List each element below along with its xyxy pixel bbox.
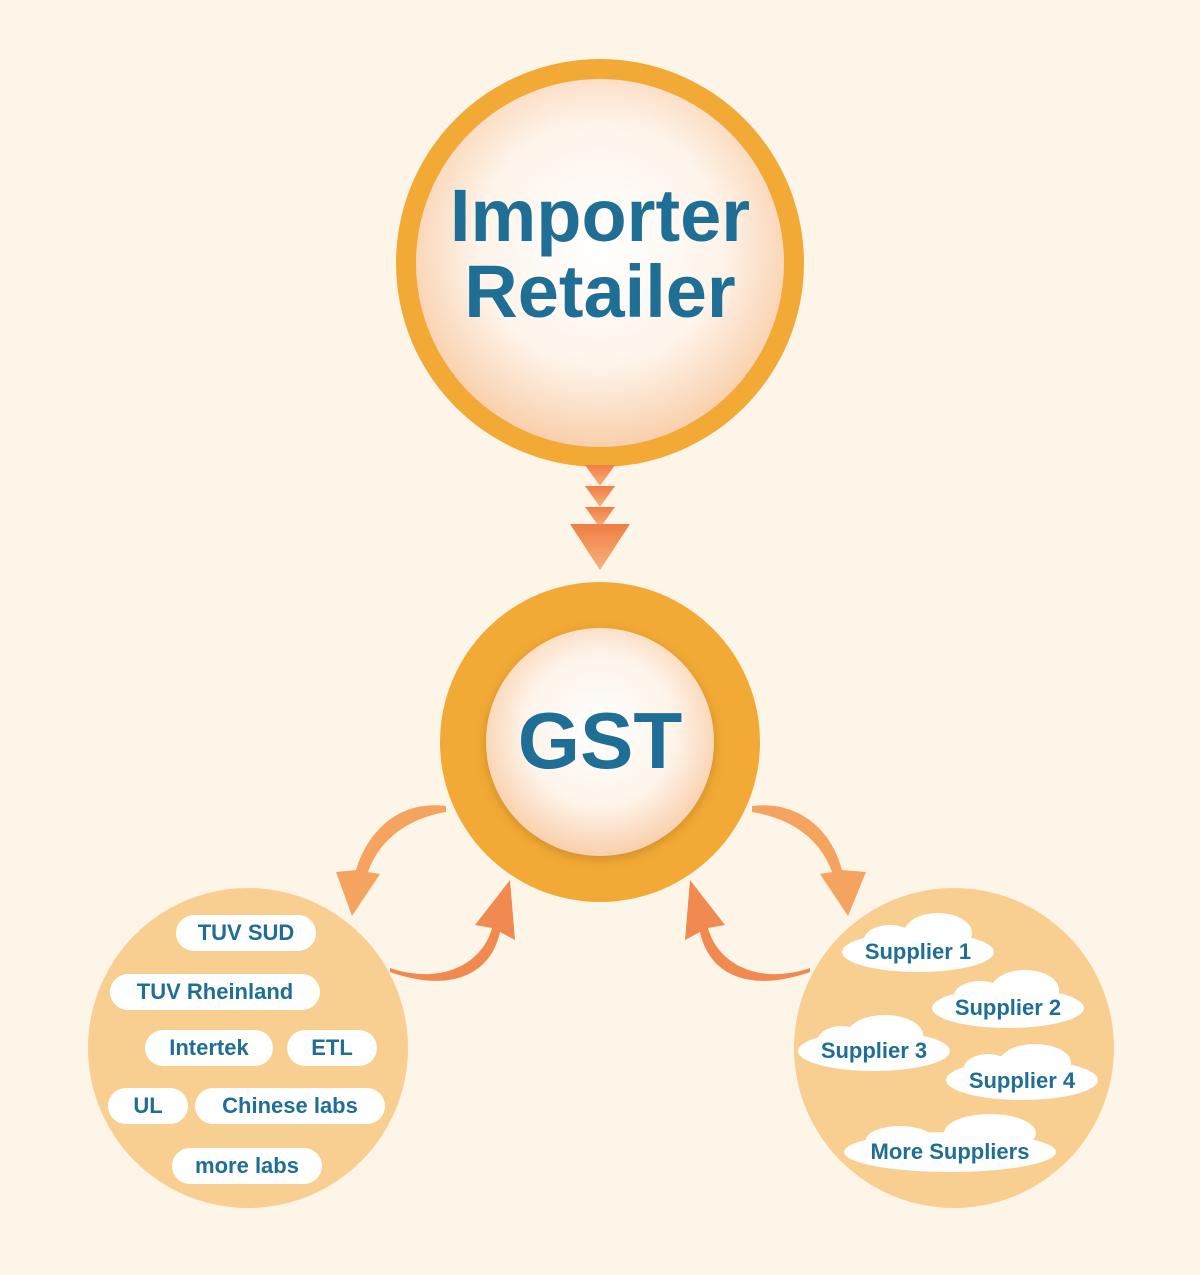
- supplier-1-label: Supplier 1: [864, 939, 972, 964]
- supplier-2-cloud: [932, 970, 1084, 1028]
- lab-intertek: Intertek: [145, 1030, 273, 1066]
- importer-text: Importer: [449, 174, 751, 257]
- importer-circle: [396, 59, 804, 467]
- lab-tuv-rheinland: TUV Rheinland: [110, 974, 320, 1010]
- curved-arrow-from-suppliers-icon: [685, 880, 810, 981]
- more-suppliers-label: More Suppliers: [870, 1139, 1030, 1164]
- supplier-4-label: Supplier 4: [968, 1068, 1076, 1093]
- lab-chinese-labs: Chinese labs: [195, 1088, 385, 1124]
- supplier-2-label: Supplier 2: [954, 995, 1062, 1020]
- gst-label: GST: [517, 696, 683, 785]
- lab-ul: UL: [108, 1088, 188, 1124]
- gst-circle: [440, 582, 760, 902]
- down-arrow-icon: [570, 465, 630, 570]
- curved-arrow-from-labs-icon: [390, 880, 515, 981]
- supplier-3-cloud: [798, 1015, 950, 1071]
- importer-retailer-label: Importer Retailer: [400, 174, 800, 334]
- supplier-4-cloud: [946, 1044, 1098, 1100]
- curved-arrow-to-suppliers-icon: [752, 805, 866, 916]
- lab-etl: ETL: [287, 1030, 377, 1066]
- lab-more-labs: more labs: [172, 1148, 322, 1184]
- lab-tuv-sud: TUV SUD: [176, 915, 316, 951]
- supplier-3-label: Supplier 3: [820, 1038, 928, 1063]
- supplier-1-cloud: [842, 913, 994, 972]
- retailer-text: Retailer: [464, 250, 736, 334]
- more-suppliers-cloud: [844, 1114, 1056, 1172]
- curved-arrow-to-labs-icon: [336, 805, 446, 916]
